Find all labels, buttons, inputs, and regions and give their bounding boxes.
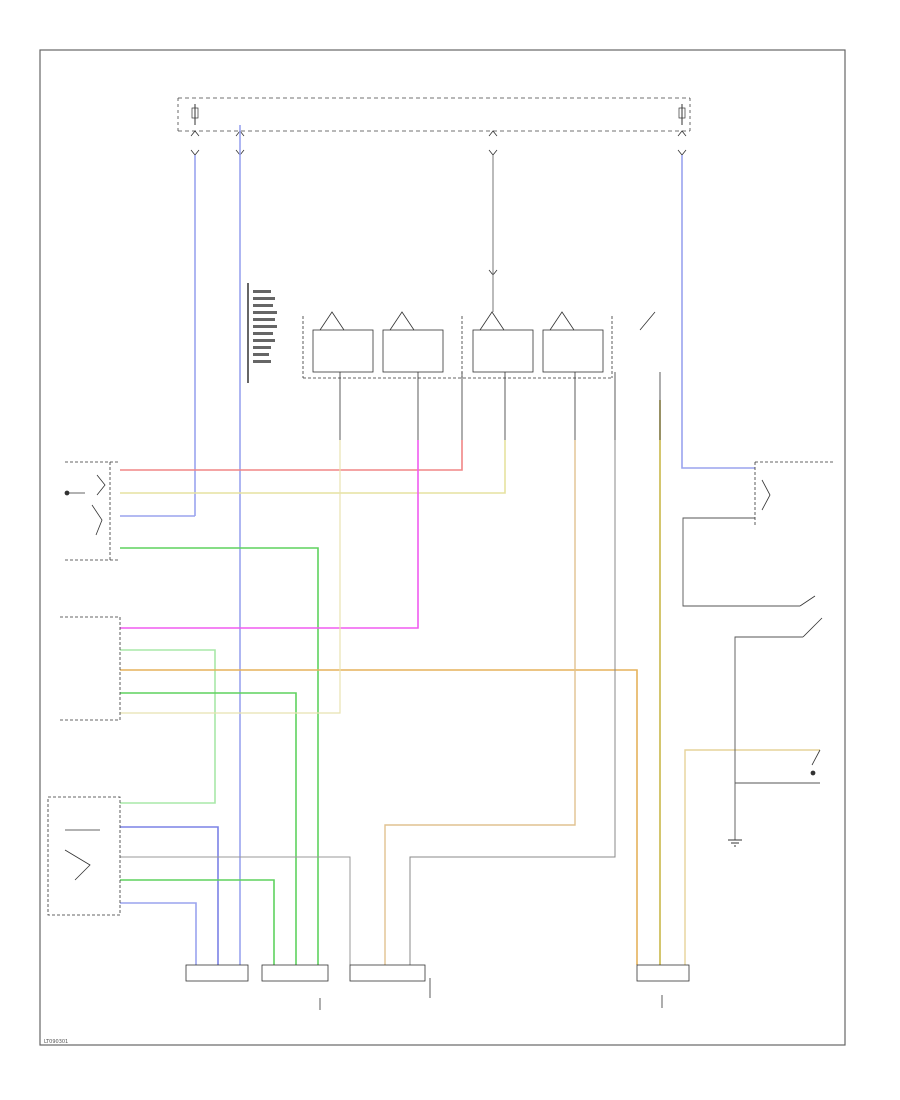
bottom-connectors [185,964,690,1010]
lower-left-switch [47,796,121,916]
wire-tan-right [684,749,820,965]
power-bus [177,97,691,132]
left-control-module [60,616,121,721]
wire-right-ground [734,636,803,840]
wire-tan-relay [120,440,341,714]
wire-right-loop [682,517,800,607]
wire-orange [120,669,638,965]
diagram-frame [39,49,846,1046]
ground-symbol [728,839,742,847]
wire-red [120,440,463,471]
wire-green-2 [120,692,297,965]
wire-blue-light [120,902,197,965]
wire-yellow [120,440,506,494]
wire-green-3 [120,879,275,965]
figure-id: LT090301 [44,1039,68,1045]
wire-blue-dark [120,826,219,965]
left-switch-assembly [64,461,120,561]
bus-connectors [190,130,687,276]
wire-gray-switch [120,856,351,965]
wire-lightgreen [120,649,216,804]
wire-green-1 [120,547,319,965]
relay-bank [302,311,656,379]
fuse-right [678,104,686,125]
wire-tan-long [384,440,576,965]
relay-leads [339,372,661,440]
wire-blue-right [681,155,755,469]
lower-right-switch [799,595,823,776]
right-switch [754,461,835,525]
relay-label-bar [247,283,277,383]
wire-magenta [120,440,419,629]
wire-gray-long [409,440,616,965]
fuse-left [191,104,199,125]
